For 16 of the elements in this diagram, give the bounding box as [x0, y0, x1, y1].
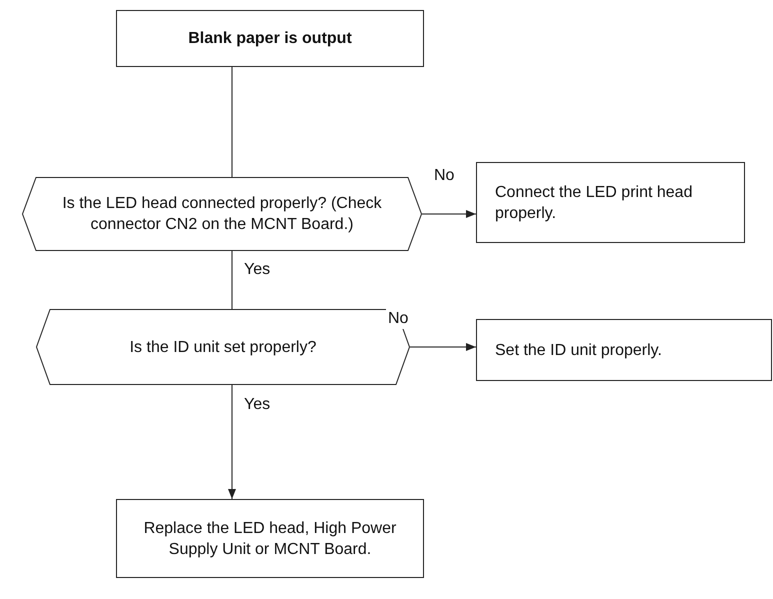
arrow	[410, 343, 476, 351]
process-box	[116, 10, 424, 67]
process-box	[476, 162, 745, 243]
node-text: Connect the LED print head properly.	[495, 182, 694, 224]
node-text: Is the ID unit set properly?	[130, 338, 316, 358]
node-text: Replace the LED head, High Power Supply Unit or MCNT Board.	[142, 518, 398, 560]
node-text: Blank paper is output	[188, 29, 352, 49]
arrow	[228, 384, 236, 500]
decision-hexagon	[36, 309, 410, 385]
edge-label: No	[386, 309, 410, 329]
decision-hexagon	[22, 177, 422, 251]
process-box	[116, 499, 424, 578]
node-text: Set the ID unit properly.	[495, 340, 662, 360]
arrow	[422, 210, 476, 218]
node-text: Is the LED head connected properly? (Check connector CN2 on the MCNT Board.)	[61, 194, 383, 235]
process-box	[476, 319, 772, 381]
